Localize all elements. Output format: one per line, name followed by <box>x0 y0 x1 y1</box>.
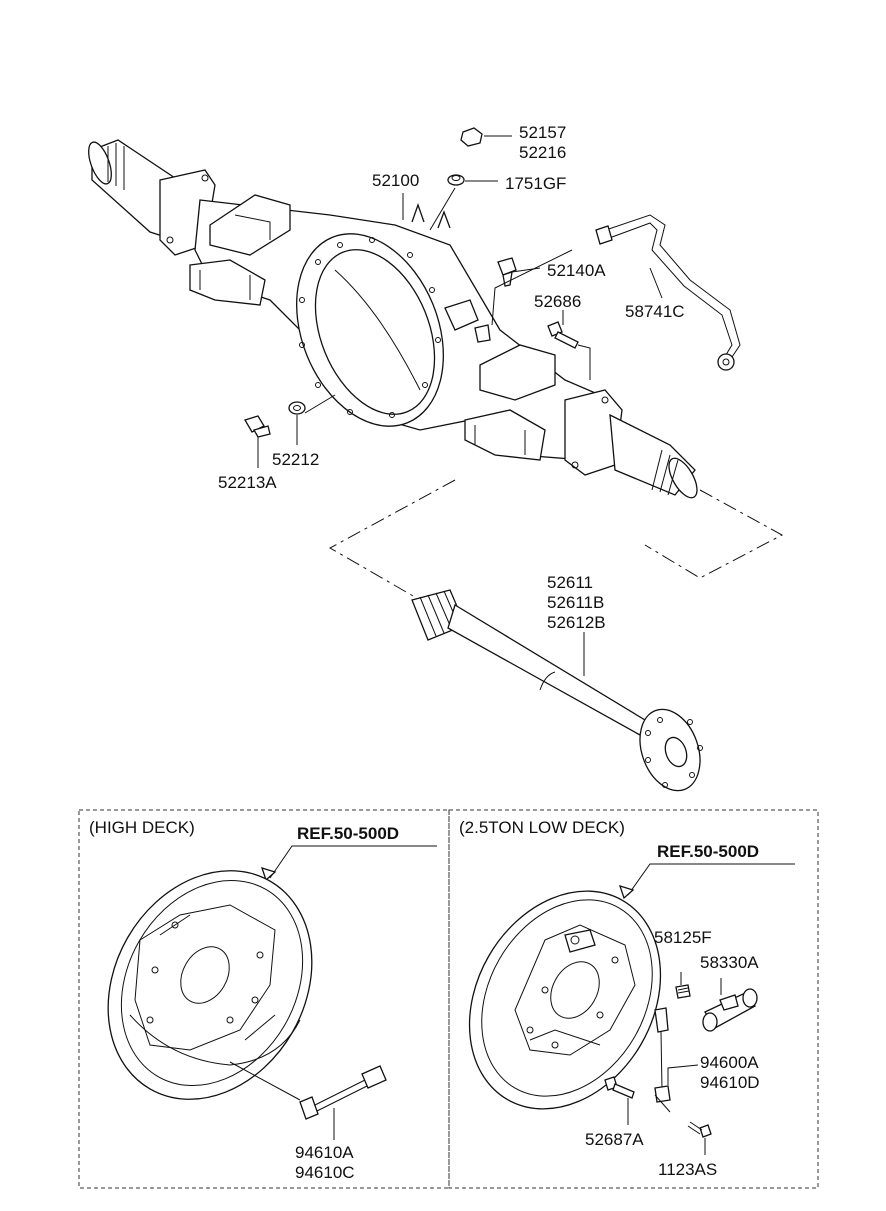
backing-plate-high-deck[interactable] <box>68 834 353 1137</box>
label-94610C: 94610C <box>295 1163 355 1182</box>
label-52686: 52686 <box>534 292 581 311</box>
label-58125F: 58125F <box>654 928 712 947</box>
label-94610D: 94610D <box>700 1073 760 1092</box>
bolt-52687A-icon[interactable] <box>604 1076 635 1099</box>
leader-94600A <box>667 1064 699 1085</box>
bolt-1123AS-icon[interactable] <box>687 1121 712 1138</box>
axle-housing[interactable] <box>84 139 703 502</box>
label-1123AS: 1123AS <box>658 1160 717 1179</box>
bleeder-58125F-icon[interactable] <box>675 984 691 999</box>
label-1751GF: 1751GF <box>505 174 566 193</box>
label-58330A: 58330A <box>700 953 759 972</box>
wheel-cylinder-58330A-icon[interactable] <box>702 988 758 1032</box>
low-deck-ref-leader <box>627 863 795 896</box>
label-94600A: 94600A <box>700 1053 759 1072</box>
label-52213A: 52213A <box>218 473 277 492</box>
low-deck-title: (2.5TON LOW DECK) <box>459 818 625 837</box>
sensor-94600A-icon[interactable] <box>654 1007 671 1103</box>
axle-shaft[interactable] <box>411 589 711 799</box>
low-deck-panel <box>448 809 819 1189</box>
axle-leaders <box>257 135 663 468</box>
high-deck-ref[interactable]: REF.50-500D <box>297 824 399 843</box>
label-52157: 52157 <box>519 123 566 142</box>
label-52212: 52212 <box>272 450 319 469</box>
vent-1751GF-icon[interactable] <box>447 174 465 186</box>
label-94610A: 94610A <box>295 1143 354 1162</box>
low-deck-ref[interactable]: REF.50-500D <box>657 842 759 861</box>
bolt-52686-icon[interactable] <box>547 321 579 349</box>
brake-hose-58741C-icon[interactable] <box>595 214 741 371</box>
label-52612B: 52612B <box>547 613 606 632</box>
sensor-94610A-icon[interactable] <box>229 1061 387 1120</box>
label-52611B: 52611B <box>547 593 604 612</box>
plug-52213A-icon[interactable] <box>244 415 271 438</box>
high-deck-ref-leader <box>269 845 437 879</box>
leader-94610D <box>654 1094 671 1113</box>
label-52611: 52611 <box>547 573 593 592</box>
label-52216: 52216 <box>519 143 566 162</box>
arrow-icon <box>260 867 277 882</box>
backing-plate-low-deck[interactable] <box>431 856 698 1143</box>
label-52140A: 52140A <box>547 261 606 280</box>
high-deck-title: (HIGH DECK) <box>89 818 195 837</box>
assembly-phantom-lines <box>328 479 784 601</box>
washer-52212-icon[interactable] <box>288 401 306 415</box>
nut-52157-icon[interactable] <box>460 127 483 147</box>
arrow-icon <box>618 885 635 900</box>
high-deck-panel <box>78 809 450 1189</box>
label-52687A: 52687A <box>585 1130 644 1149</box>
label-58741C: 58741C <box>625 302 685 321</box>
label-52100: 52100 <box>372 171 419 190</box>
